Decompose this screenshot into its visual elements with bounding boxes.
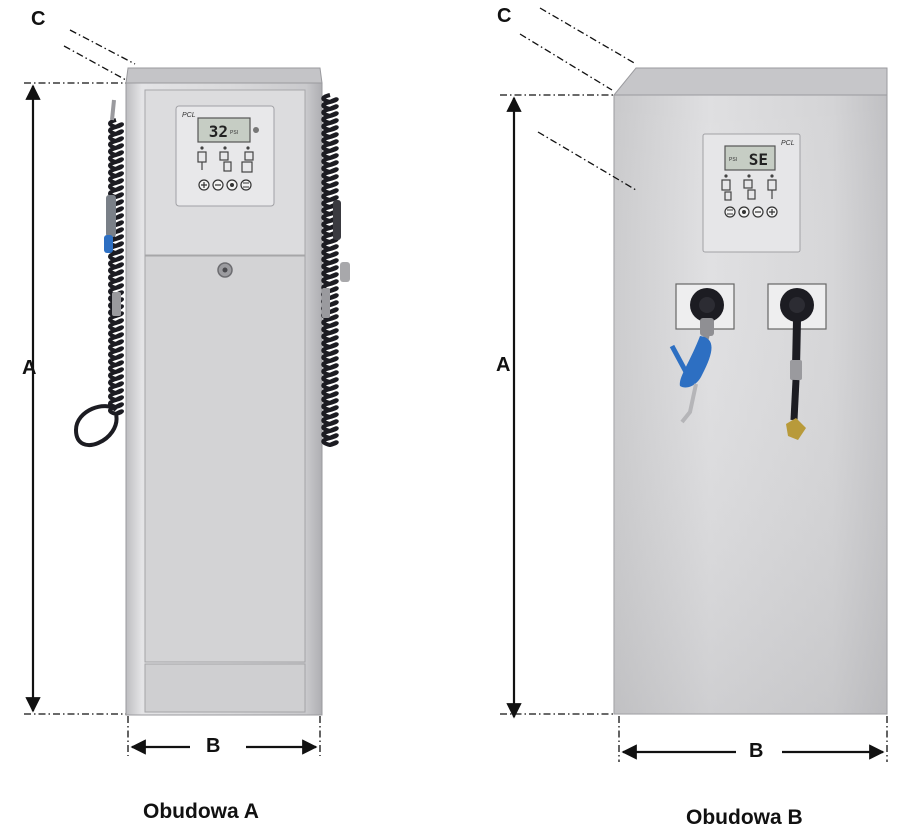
lcd-value-b: SE (749, 150, 768, 169)
pictogram-dot-b3 (770, 174, 774, 178)
blue-nozzle-b (669, 329, 712, 424)
hose-fitting-left (112, 292, 121, 316)
dim-label-c-a: C (31, 8, 46, 30)
cabinet-a-plinth (144, 663, 306, 713)
pictogram-dot-a2 (223, 146, 227, 150)
control-panel-a: PCL 32 PSI (175, 105, 275, 207)
panel-brand-a: PCL (182, 112, 196, 119)
dimensions-a (24, 29, 321, 756)
coiled-hose-right (321, 93, 350, 448)
dim-c-leader-a1 (69, 29, 136, 65)
hose-gauge-right (333, 200, 341, 240)
lcd-value-a: 32 (209, 122, 228, 141)
cabinet-a-door (144, 255, 306, 663)
dim-label-a-a: A (22, 357, 37, 379)
cabinet-b: PCL PSI SE (612, 67, 888, 715)
cabinet-a-top (125, 67, 323, 84)
cabinet-a-lock-key (222, 267, 228, 273)
pictogram-dot-b2 (747, 174, 751, 178)
nozzle-blue-left (104, 235, 113, 253)
coiled-hose-left (73, 99, 124, 447)
cabinet-a: PCL 32 PSI (73, 67, 350, 716)
caption-b: Obudowa B (686, 806, 803, 829)
control-panel-b: PCL PSI SE (702, 133, 801, 253)
lcd-unit-a: PSI (230, 130, 238, 136)
hose-nozzle-right (340, 262, 350, 282)
pictogram-row-a (197, 151, 254, 173)
dim-c-leader-a2 (63, 45, 127, 81)
panel-buttons-b (724, 206, 778, 218)
caption-a: Obudowa A (143, 800, 259, 823)
pictogram-dot-b1 (724, 174, 728, 178)
hose-gauge-left (106, 195, 116, 237)
dim-c-leader-b3 (537, 131, 637, 191)
dim-label-b-b: B (749, 740, 764, 762)
panel-brand-b: PCL (781, 140, 795, 147)
pictogram-dot-a1 (200, 146, 204, 150)
cabinet-b-top (612, 67, 888, 96)
dim-label-b-a: B (206, 735, 221, 757)
panel-buttons-a (198, 179, 252, 191)
panel-indicator-a (253, 127, 259, 133)
lcd-display-b (724, 145, 776, 171)
dim-c-leader-b2 (519, 33, 613, 91)
set-button-a-dot (230, 183, 234, 187)
hose-fitting-right (322, 288, 330, 318)
black-hose-b (786, 319, 806, 440)
mode-button-b (724, 206, 736, 218)
lcd-display-a (197, 117, 251, 143)
pictogram-row-b (721, 179, 777, 201)
hose-outlet-left-b (675, 283, 735, 336)
set-button-b-dot (742, 210, 746, 214)
hose-hook-left (110, 99, 116, 121)
pictogram-dot-a3 (246, 146, 250, 150)
lcd-unit-b: PSI (729, 157, 737, 163)
mode-button-a (240, 179, 252, 191)
dim-label-a-b: A (496, 354, 511, 376)
dimensions-b (500, 7, 888, 762)
dim-c-leader-b1 (539, 7, 637, 65)
dim-label-c-b: C (497, 5, 512, 27)
